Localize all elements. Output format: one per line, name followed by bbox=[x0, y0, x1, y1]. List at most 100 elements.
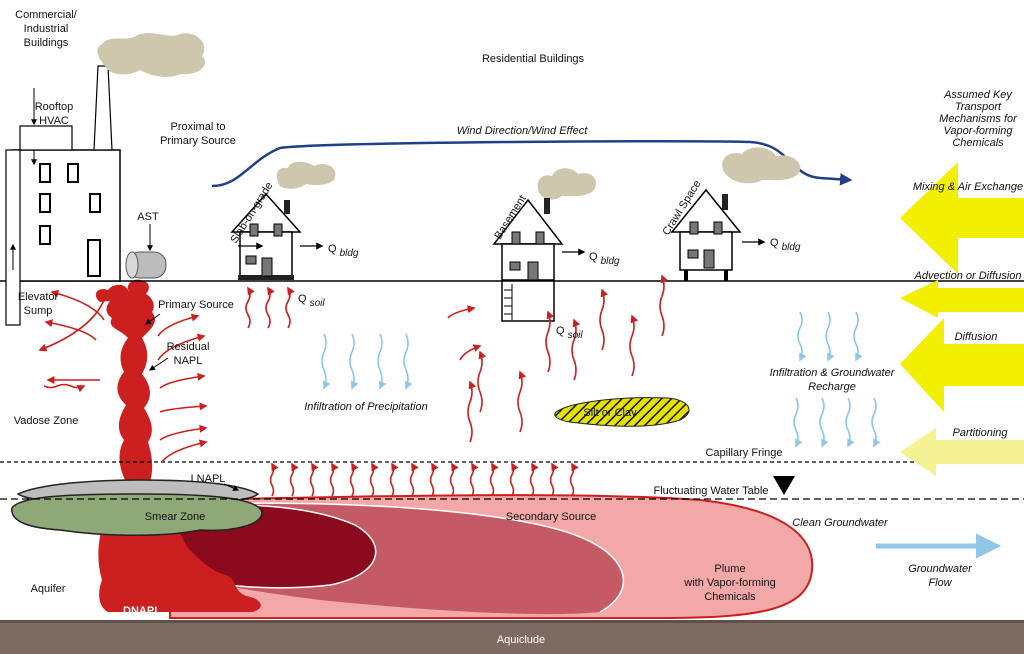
smear-zone-label: Smear Zone bbox=[145, 511, 206, 523]
assumed-label-1: Assumed Key bbox=[943, 89, 1013, 101]
vapor-arrow bbox=[159, 424, 208, 441]
vapor-arrow bbox=[477, 350, 487, 413]
vapor-arrow bbox=[509, 462, 519, 497]
infiltration-arrow bbox=[845, 397, 855, 448]
mechanism-arrow-partitioning bbox=[900, 428, 1024, 476]
rooftop-label-1: Rooftop bbox=[35, 101, 74, 113]
capillary-label: Capillary Fringe bbox=[705, 447, 782, 459]
infiltration-arrow bbox=[825, 311, 835, 362]
vapor-arrow bbox=[157, 313, 200, 337]
vapor-arrow bbox=[469, 462, 479, 497]
secondary-source-label: Secondary Source bbox=[506, 511, 597, 523]
elevator-label-2: Sump bbox=[24, 305, 53, 317]
vapor-arrow bbox=[161, 439, 208, 463]
residual-label-1: Residual bbox=[167, 341, 210, 353]
vapor-arrow bbox=[659, 274, 669, 337]
vapor-arrow bbox=[545, 310, 555, 373]
vapor-arrow bbox=[409, 462, 419, 497]
infiltration-arrow bbox=[871, 397, 881, 448]
vapor-arrow bbox=[447, 305, 476, 319]
plume-label-2: with Vapor-forming bbox=[683, 577, 776, 589]
mechanism-label-1: Advection or Diffusion bbox=[914, 270, 1022, 282]
plume bbox=[169, 494, 814, 619]
vapor-arrow bbox=[44, 319, 97, 341]
assumed-label-2: Transport bbox=[955, 101, 1002, 113]
water-table-symbol bbox=[773, 476, 795, 495]
vapor-arrow bbox=[159, 372, 206, 389]
vapor-arrow bbox=[289, 462, 299, 497]
mechanism-arrows bbox=[900, 162, 1024, 476]
clean-groundwater-label: Clean Groundwater bbox=[792, 517, 889, 529]
vapor-arrow bbox=[459, 344, 482, 361]
infiltration-arrow bbox=[377, 333, 387, 390]
plume-label-3: Chemicals bbox=[704, 591, 756, 603]
wind-label: Wind Direction/Wind Effect bbox=[457, 125, 589, 137]
commercial-label-1: Commercial/ bbox=[15, 9, 78, 21]
vapor-arrow bbox=[549, 462, 559, 497]
vapor-arrow bbox=[571, 318, 581, 381]
vapor-arrow bbox=[629, 314, 639, 377]
infiltration-arrow bbox=[793, 397, 803, 448]
vapor-arrow bbox=[309, 462, 319, 497]
assumed-label-4: Vapor-forming bbox=[943, 125, 1013, 137]
vapor-arrow bbox=[38, 299, 105, 352]
commercial-building bbox=[5, 65, 121, 326]
dnapl-label: DNAPL bbox=[123, 605, 161, 617]
infiltration-arrow bbox=[349, 333, 359, 390]
mechanism-label-2: Diffusion bbox=[955, 331, 998, 343]
gw-flow-label-2: Flow bbox=[928, 577, 952, 589]
vapor-arrow bbox=[265, 286, 275, 329]
infiltration-arrow bbox=[403, 333, 413, 390]
mechanism-arrow-diffusion bbox=[900, 318, 1024, 412]
commercial-label-3: Buildings bbox=[24, 37, 69, 49]
vapor-arrow bbox=[285, 286, 295, 329]
silt-clay-lens bbox=[554, 397, 690, 427]
vapor-arrow bbox=[389, 462, 399, 497]
assumed-label-3: Mechanisms for bbox=[939, 113, 1018, 125]
vapor-arrow bbox=[569, 462, 579, 497]
infiltration-arrows bbox=[321, 311, 881, 448]
vapor-arrow bbox=[157, 333, 206, 361]
smear-zone bbox=[11, 493, 263, 536]
mechanism-arrow-mixing bbox=[900, 162, 1024, 274]
infiltration-precip-label: Infiltration of Precipitation bbox=[304, 401, 428, 413]
infiltration-gw-label-2: Recharge bbox=[808, 381, 856, 393]
rooftop-label-2: HVAC bbox=[39, 115, 69, 127]
mechanism-label-3: Partitioning bbox=[952, 427, 1008, 439]
aquiclude-layer bbox=[0, 622, 1024, 654]
vapor-arrow bbox=[159, 402, 208, 413]
residual-label-2: NAPL bbox=[174, 355, 203, 367]
vapor-arrow bbox=[269, 462, 279, 497]
vapor-arrow bbox=[599, 288, 609, 351]
ast-tank bbox=[125, 224, 167, 279]
commercial-label-2: Industrial bbox=[24, 23, 69, 35]
proximal-label-2: Primary Source bbox=[160, 135, 236, 147]
vapor-arrow bbox=[349, 462, 359, 497]
infiltration-arrow bbox=[797, 311, 807, 362]
house-basement bbox=[492, 168, 597, 322]
vapor-arrows bbox=[38, 274, 669, 497]
assumed-label-5: Chemicals bbox=[952, 137, 1004, 149]
ast-label: AST bbox=[137, 211, 159, 223]
mechanism-label-0: Mixing & Air Exchange bbox=[913, 181, 1023, 193]
water-table-label: Fluctuating Water Table bbox=[654, 485, 769, 497]
vapor-arrow bbox=[43, 383, 86, 393]
aquiclude-label: Aquiclude bbox=[497, 634, 545, 646]
vapor-arrow bbox=[529, 462, 539, 497]
infiltration-arrow bbox=[321, 333, 331, 390]
vapor-arrow bbox=[369, 462, 379, 497]
house-slab-on-grade bbox=[230, 161, 336, 280]
vapor-arrow bbox=[329, 462, 339, 497]
vapor-arrow bbox=[449, 462, 459, 497]
house-crawl-space bbox=[670, 147, 801, 281]
mechanism-arrow-advection bbox=[900, 280, 1024, 318]
plume-label-1: Plume bbox=[714, 563, 745, 575]
aquifer-label: Aquifer bbox=[31, 583, 66, 595]
lnapl-label: LNAPL bbox=[191, 473, 226, 485]
vapor-arrow bbox=[517, 370, 527, 433]
